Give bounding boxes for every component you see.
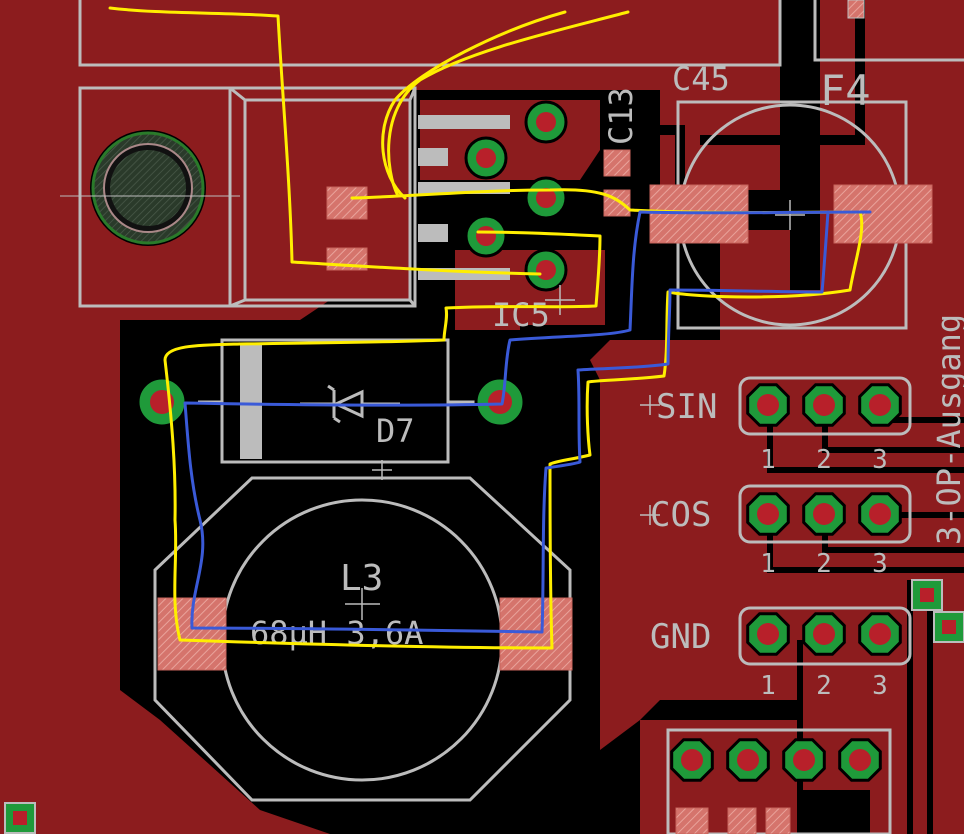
c13-label: C13 xyxy=(602,87,640,145)
small-vias xyxy=(4,0,964,834)
sin-pin-1 xyxy=(746,383,790,427)
mounting-hole xyxy=(60,130,240,246)
bottom-pin-1 xyxy=(670,738,714,782)
bottom-pin-4 xyxy=(838,738,882,782)
origin-markers xyxy=(345,200,805,620)
pin-number-label: 1 xyxy=(760,671,776,701)
d7-pad-2 xyxy=(474,376,526,428)
pin-number-label: 1 xyxy=(760,549,776,579)
cos-pin-3 xyxy=(858,492,902,536)
cos-pin-2 xyxy=(802,492,846,536)
smd-pads xyxy=(157,149,933,834)
tht-pads xyxy=(136,100,902,782)
pin-number-label: 2 xyxy=(816,671,832,701)
cos-label: COS xyxy=(650,495,711,535)
ic5-pin-4 xyxy=(464,214,508,258)
blue-annotation xyxy=(183,210,872,634)
c13-pad-2 xyxy=(603,189,631,217)
bottom-pin-3 xyxy=(782,738,826,782)
sin-pin-2 xyxy=(802,383,846,427)
gnd-pin-2 xyxy=(802,612,846,656)
ic5-label: IC5 xyxy=(492,296,550,334)
pin-number-label: 3 xyxy=(872,445,888,475)
gnd-pin-3 xyxy=(858,612,902,656)
ic5-tab-pad xyxy=(326,186,368,220)
pin-number-label: 2 xyxy=(816,445,832,475)
cos-pin-1 xyxy=(746,492,790,536)
pin-number-label: 2 xyxy=(816,549,832,579)
ic5-pin-5 xyxy=(524,248,568,292)
f4-label: F4 xyxy=(820,66,871,115)
d7-cathode-band xyxy=(240,343,262,459)
pin-number-label: 3 xyxy=(872,671,888,701)
ic5-pin-3 xyxy=(524,176,568,220)
header-pin-numbers: 1 2 3 1 2 3 1 2 3 xyxy=(760,445,888,701)
sin-pin-3 xyxy=(858,383,902,427)
gnd-label: GND xyxy=(650,617,711,657)
bottom-pin-2 xyxy=(726,738,770,782)
sin-label: SIN xyxy=(656,387,717,427)
pin-number-label: 3 xyxy=(872,549,888,579)
pin-number-label: 1 xyxy=(760,445,776,475)
c45-label: C45 xyxy=(672,60,730,98)
ic5-pin-1 xyxy=(524,100,568,144)
l3-pad-2 xyxy=(499,597,573,671)
op-ausgang-label: 3-OP-Ausgang xyxy=(930,314,964,545)
c45-pad-2 xyxy=(833,184,933,244)
ic5-pin-2 xyxy=(464,136,508,180)
d7-label: D7 xyxy=(376,412,415,450)
d7-pad-1 xyxy=(136,376,188,428)
c13-pad-1 xyxy=(603,149,631,177)
gnd-pin-1 xyxy=(746,612,790,656)
